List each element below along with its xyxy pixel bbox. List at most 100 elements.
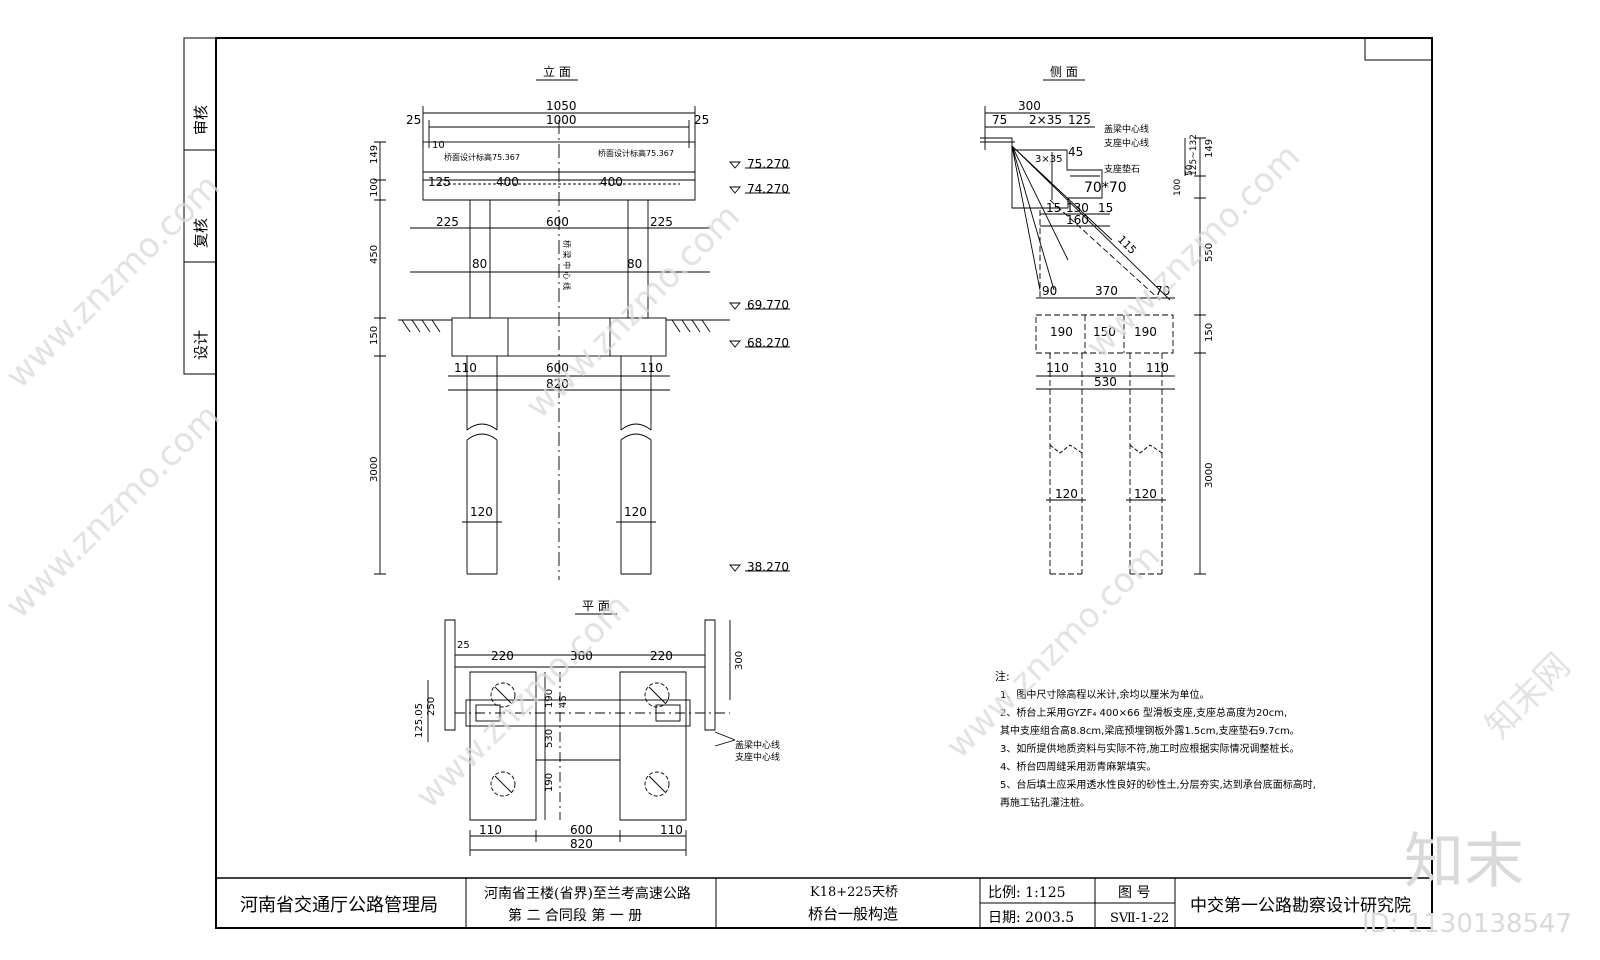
note-2: 2、桥台上采用GYZF₄ 400×66 型滑板支座,支座总高度为20cm, xyxy=(1000,706,1287,719)
plan-dim-110-left: 110 xyxy=(479,823,502,837)
corner-tab xyxy=(1364,38,1432,61)
dim-400-b: 400 xyxy=(600,175,623,189)
watermark-site-3: www.znzmo.com xyxy=(518,196,748,426)
vdim-149: 149 xyxy=(369,145,380,164)
dim-110-right: 110 xyxy=(640,361,663,375)
plan-dim-110-right: 110 xyxy=(660,823,683,837)
side-dim-190-a: 190 xyxy=(1050,325,1073,339)
scale-label: 比例: 1:125 xyxy=(988,885,1066,901)
side-dim-125: 125 xyxy=(1068,113,1091,127)
side-piles xyxy=(1049,353,1163,575)
plan-note-bearing-center: 支座中心线 xyxy=(735,751,780,763)
plan-vdim-125-05: 125.05 xyxy=(414,703,425,738)
side-note-bridge-center: 盖梁中心线 xyxy=(1104,123,1149,135)
plan-pile-circle-4 xyxy=(644,771,670,797)
notes-block: 注: 1、图中尺寸除高程以米计,余均以厘米为单位。 2、桥台上采用GYZF₄ 4… xyxy=(995,669,1316,809)
plan-title: 平 面 xyxy=(582,599,610,613)
side-title: 侧 面 xyxy=(1050,65,1078,79)
vdim-3000: 3000 xyxy=(369,457,380,482)
plan-note-bridge-center: 盖梁中心线 xyxy=(735,739,780,751)
side-dim-70: 70 xyxy=(1155,284,1170,298)
side-vdim-100: 100 xyxy=(1173,179,1183,196)
side-vdim-125-132: 125~132 xyxy=(1189,134,1199,176)
note-5b: 再施工钻孔灌注桩。 xyxy=(1000,796,1090,809)
centerline-label: 桥 梁 中 心 线 xyxy=(562,240,572,290)
design-label: 设计 xyxy=(192,330,210,360)
side-note-bearing-center: 支座中心线 xyxy=(1104,137,1149,149)
dim-25-left: 25 xyxy=(406,113,421,127)
note-3: 3、如所提供地质资料与实际不符,施工时应根据实际情况调整桩长。 xyxy=(1000,742,1300,755)
notes-heading: 注: xyxy=(995,669,1010,683)
plan-dim-380: 380 xyxy=(570,649,593,663)
plan-vdim-250: 250 xyxy=(426,697,437,716)
note-deck-right: 桥面设计标高75.367 xyxy=(598,148,674,158)
plan-vdim-45: 45 xyxy=(558,695,569,708)
dim-10: 10 xyxy=(432,140,445,151)
plan-dim-220-left: 220 xyxy=(491,649,514,663)
signoff-strip xyxy=(183,37,217,375)
watermark-layer: www.znzmo.com www.znzmo.com www.znzmo.co… xyxy=(0,136,1578,816)
date-label: 日期: 2003.5 xyxy=(988,910,1074,926)
drawing-line-2: 桥台一般构造 xyxy=(808,905,898,923)
plan-vdim-530: 530 xyxy=(544,729,555,748)
note-4: 4、桥台四周缝采用沥青麻絮填实。 xyxy=(1000,760,1156,773)
dim-120-left: 120 xyxy=(470,505,493,519)
side-dim-45: 45 xyxy=(1068,145,1083,159)
plan-view: 平 面 xyxy=(414,599,780,856)
watermark-site-1: www.znzmo.com xyxy=(0,166,228,396)
side-dim-370: 370 xyxy=(1095,284,1118,298)
dim-600: 600 xyxy=(546,215,569,229)
elevation-title: 立 面 xyxy=(543,64,571,79)
elev-69770: 69.770 xyxy=(747,298,789,312)
title-block: 河南省交通厅公路管理局 河南省王楼(省界)至兰考高速公路 第 二 合同段 第 一… xyxy=(240,885,1411,926)
vdim-450: 450 xyxy=(369,245,380,264)
dim-80-right: 80 xyxy=(627,257,642,271)
plan-vdim-190-b: 190 xyxy=(544,773,555,792)
elevation-pile-right xyxy=(620,356,652,575)
note-5: 5、台后填土应采用透水性良好的砂性土,分层夯实,达到承台底面标高时, xyxy=(1000,778,1316,791)
plan-dim-600: 600 xyxy=(570,823,593,837)
note-1: 1、图中尺寸除高程以米计,余均以厘米为单位。 xyxy=(1000,688,1210,701)
plan-vdim-190-a: 190 xyxy=(544,689,555,708)
side-vdim-149: 149 xyxy=(1204,139,1215,158)
dim-400-a: 400 xyxy=(496,175,519,189)
project-line-2: 第 二 合同段 第 一 册 xyxy=(508,907,642,924)
sheet-no: SⅦ-1-22 xyxy=(1110,911,1169,926)
side-note-pad-size: 70*70 xyxy=(1084,180,1127,196)
side-dim-300: 300 xyxy=(1018,99,1041,113)
side-dim-75: 75 xyxy=(992,113,1007,127)
designer-name: 中交第一公路勘察设计研究院 xyxy=(1190,896,1411,916)
side-dim-310: 310 xyxy=(1094,361,1117,375)
project-line-1: 河南省王楼(省界)至兰考高速公路 xyxy=(484,885,691,902)
watermark-brand: 知末网 xyxy=(1478,646,1578,746)
vdim-100: 100 xyxy=(369,178,380,197)
dim-1000: 1000 xyxy=(546,113,577,127)
side-view: 侧 面 xyxy=(980,65,1215,575)
plan-dim-25: 25 xyxy=(457,640,470,651)
side-dim-110-left: 110 xyxy=(1046,361,1069,375)
plan-dim-820: 820 xyxy=(570,837,593,851)
plan-pile-cap xyxy=(469,671,687,821)
elev-68270: 68.270 xyxy=(747,336,789,350)
elev-38270: 38.270 xyxy=(747,560,789,574)
dim-80-left: 80 xyxy=(472,257,487,271)
plan-dim-220-right: 220 xyxy=(650,649,673,663)
side-vdim-50: 50 xyxy=(1185,164,1195,176)
drawing-line-1: K18+225天桥 xyxy=(810,885,898,900)
plan-pile-circle-2 xyxy=(644,682,670,708)
side-vdim-3000: 3000 xyxy=(1204,463,1215,488)
dim-225-right: 225 xyxy=(650,215,673,229)
plan-pile-circle-1 xyxy=(490,682,516,708)
plan-wing-right xyxy=(704,619,716,731)
side-dim-530: 530 xyxy=(1094,375,1117,389)
side-dim-3x35: 3×35 xyxy=(1035,154,1062,165)
vdim-150: 150 xyxy=(369,326,380,345)
sheet-no-label: 图 号 xyxy=(1118,885,1150,901)
side-note-pad: 支座垫石 xyxy=(1104,163,1140,175)
watermark-site-6: www.znzmo.com xyxy=(0,396,228,626)
side-dim-130: 130 xyxy=(1066,201,1089,215)
elev-75270: 75.270 xyxy=(747,157,789,171)
plan-wing-left xyxy=(444,619,456,731)
dim-1050: 1050 xyxy=(546,99,577,113)
watermark-site-2: www.znzmo.com xyxy=(408,586,638,816)
